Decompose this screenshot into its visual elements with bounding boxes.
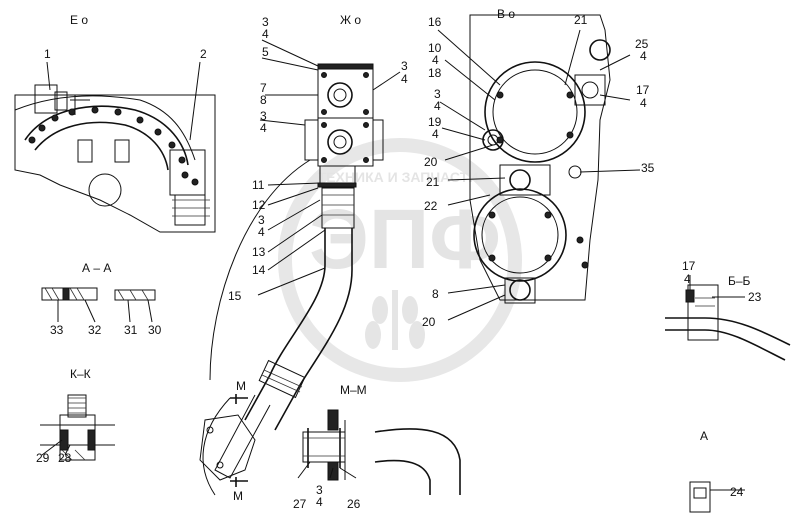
callout-31: 31 [124, 323, 138, 337]
section-a-a-title: А – А [82, 261, 111, 275]
callout-30: 30 [148, 323, 162, 337]
callout-1: 1 [44, 47, 51, 61]
callout-35: 35 [641, 161, 655, 175]
callout-10: 10 [428, 41, 442, 55]
cut-m-top-label: М [236, 379, 246, 393]
view-v-drawing [469, 14, 611, 304]
callout-17: 17 [636, 83, 650, 97]
callout-24: 24 [730, 485, 744, 499]
callout-15: 15 [228, 289, 242, 303]
callout-20: 20 [422, 315, 436, 329]
callout-18: 18 [428, 66, 442, 80]
section-m-m-drawing [297, 409, 461, 495]
callout-8: 8 [260, 93, 267, 107]
view-zh-title: Ж о [340, 13, 361, 27]
callout-7: 7 [260, 81, 267, 95]
view-zh-drawing [199, 63, 384, 496]
callout-4: 4 [640, 49, 647, 63]
callout-20: 20 [424, 155, 438, 169]
callout-33: 33 [50, 323, 64, 337]
cut-m-bottom-label: М [233, 489, 243, 503]
watermark-wheat-icon [365, 290, 425, 350]
callout-3: 3 [434, 87, 441, 101]
callout-5: 5 [262, 45, 269, 59]
callout-4: 4 [432, 53, 439, 67]
callout-13: 13 [252, 245, 266, 259]
callout-21: 21 [426, 175, 440, 189]
section-k-k-drawing [40, 394, 115, 461]
watermark: ТЕХНИКА И ЗАПЧАСТИ ЭПФ [278, 138, 522, 382]
callout-2: 2 [200, 47, 207, 61]
callout-4: 4 [401, 72, 408, 86]
m-cut-markers [230, 394, 248, 487]
section-k-k-title: К–К [70, 367, 91, 381]
leader-lines [257, 29, 745, 491]
section-a-a-drawing [41, 287, 156, 323]
callout-28: 28 [58, 451, 72, 465]
callout-27: 27 [293, 497, 307, 511]
callout-3: 3 [258, 213, 265, 227]
callout-8: 8 [432, 287, 439, 301]
callout-4: 4 [640, 96, 647, 110]
callout-4: 4 [258, 225, 265, 239]
callout-29: 29 [36, 451, 50, 465]
callout-3: 3 [260, 109, 267, 123]
callout-11: 11 [252, 178, 265, 192]
callout-3: 3 [262, 15, 269, 29]
callout-22: 22 [424, 199, 438, 213]
callout-4: 4 [262, 27, 269, 41]
callout-32: 32 [88, 323, 102, 337]
section-b-b-drawing [665, 284, 791, 361]
callout-21: 21 [574, 13, 588, 27]
callout-labels: 1 2 3 4 5 3 4 7 8 3 4 11 12 3 4 13 14 15… [36, 13, 762, 511]
callout-17: 17 [682, 259, 696, 273]
callout-25: 25 [635, 37, 649, 51]
callout-4: 4 [684, 272, 691, 286]
callout-14: 14 [252, 263, 266, 277]
callout-23: 23 [748, 290, 762, 304]
view-a-drawing [689, 481, 711, 513]
callout-3: 3 [316, 483, 323, 497]
callout-19: 19 [428, 115, 442, 129]
callout-16: 16 [428, 15, 442, 29]
watermark-text: ТЕХНИКА И ЗАПЧАСТИ [318, 169, 479, 185]
callout-4: 4 [432, 127, 439, 141]
view-e-drawing [14, 61, 216, 233]
callout-4: 4 [260, 121, 267, 135]
view-v-title: В о [497, 7, 515, 21]
view-a-title: А [700, 429, 708, 443]
callout-4: 4 [434, 99, 441, 113]
callout-4: 4 [316, 495, 323, 509]
callout-26: 26 [347, 497, 361, 511]
callout-12: 12 [252, 198, 266, 212]
section-m-m-title: М–М [340, 383, 367, 397]
view-e-title: Е о [70, 13, 88, 27]
callout-3: 3 [401, 59, 408, 73]
watermark-logo: ЭПФ [309, 192, 501, 286]
section-b-b-title: Б–Б [728, 274, 751, 288]
